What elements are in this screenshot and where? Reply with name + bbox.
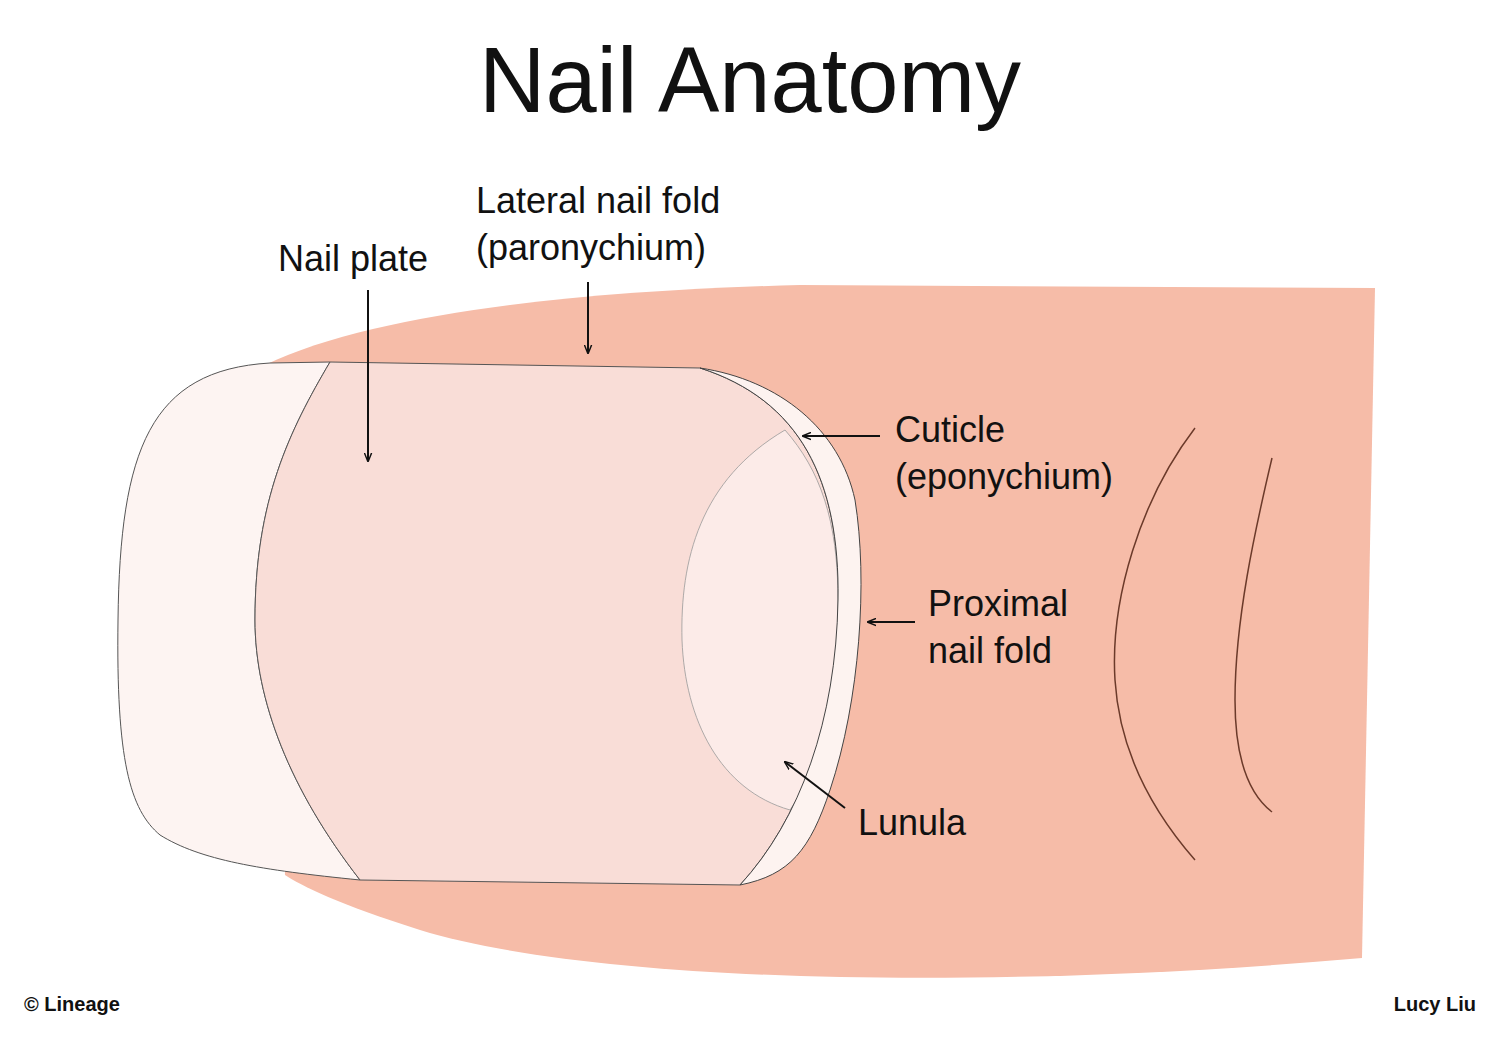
proximal-nail-fold <box>700 368 861 885</box>
leader-arrow <box>587 282 589 353</box>
part-label: Lateral nail fold (paronychium) <box>476 178 776 272</box>
author-note: Lucy Liu <box>1276 991 1476 1017</box>
nail-plate <box>255 362 838 885</box>
leader-arrow <box>367 290 369 461</box>
leader-arrow <box>785 762 845 808</box>
copyright-note: © Lineage <box>24 991 224 1017</box>
part-label: Cuticle (eponychium) <box>895 407 1157 501</box>
diagram-title: Nail Anatomy <box>0 28 1500 134</box>
part-label: Proximal nail fold <box>928 581 1133 675</box>
part-label: Lunula <box>858 800 1058 847</box>
knuckle-crease <box>1114 428 1195 860</box>
knuckle-crease <box>1235 458 1272 812</box>
leader-arrow <box>868 621 915 623</box>
leader-arrow <box>803 435 880 437</box>
